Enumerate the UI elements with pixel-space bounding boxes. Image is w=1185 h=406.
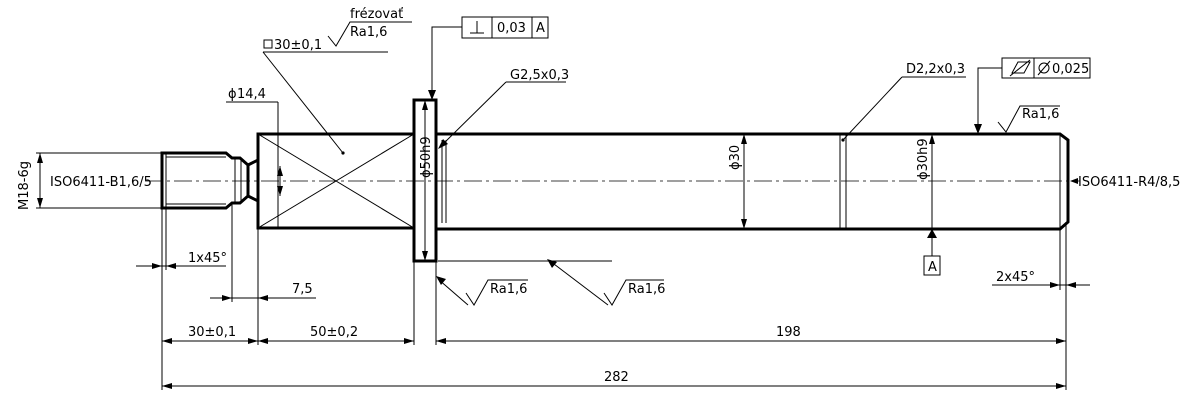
phi-30h9-text: ϕ30h9 — [916, 138, 931, 180]
arrow — [1056, 383, 1066, 389]
roughness-right-text: Ra1,6 — [1022, 107, 1059, 122]
roughness-bottom-2: Ra1,6 — [438, 259, 665, 306]
roughness-leader-1 — [437, 278, 469, 306]
dim-282-text: 282 — [604, 370, 629, 385]
arrow — [438, 139, 448, 149]
datum-text: A — [928, 260, 937, 275]
dim-50-text: 50±0,2 — [310, 325, 358, 340]
perp-tol-text: 0,03 — [497, 21, 526, 36]
runout-tol-text: 0,025 — [1052, 62, 1089, 77]
cylindricity-icon — [1009, 59, 1031, 77]
dim-30-text: 30±0,1 — [188, 325, 236, 340]
square-dim-note: 30±0,1 — [262, 38, 388, 154]
square-symbol-icon — [263, 39, 273, 49]
groove-d-text: D2,2x0,3 — [906, 62, 965, 77]
roughness-right: Ra1,6 — [997, 105, 1060, 133]
dim-7-5: 7,5 — [210, 203, 316, 345]
diameter-icon — [1038, 62, 1050, 74]
diameter-icon-slash — [1037, 60, 1051, 76]
roughness-symbol-bottom-2 — [603, 279, 664, 306]
arrow — [37, 153, 43, 163]
datum-box — [923, 255, 941, 276]
main-shaft — [436, 132, 1070, 231]
groove-d-note: D2,2x0,3 — [842, 62, 966, 141]
phi-30-text: ϕ30 — [728, 145, 743, 170]
roughness-symbol-bottom-1 — [465, 279, 528, 306]
roughness-symbol-right — [997, 105, 1060, 133]
datum-triangle-icon — [927, 229, 937, 238]
dim-7-5-text: 7,5 — [292, 282, 313, 297]
arrow — [428, 90, 436, 100]
groove-d-leader — [842, 76, 903, 141]
arrow — [741, 219, 747, 229]
perpendicularity-icon — [470, 21, 484, 34]
arrow — [152, 263, 162, 269]
arrow — [741, 134, 747, 144]
center-hole-left-text: ISO6411-B1,6/5 — [50, 175, 152, 190]
perpendicularity-frame: 0,03 A — [428, 16, 549, 100]
roughness-bottom-2-text: Ra1,6 — [628, 282, 665, 297]
phi-30h9-dim: A ϕ30h9 — [916, 134, 941, 276]
arrow — [162, 338, 172, 344]
square-leader — [262, 51, 344, 154]
chamfer-right-text: 2x45° — [996, 270, 1035, 285]
arrow — [547, 259, 557, 268]
arrow — [1056, 338, 1066, 344]
center-hole-right: ISO6411-R4/8,5 — [1070, 175, 1180, 190]
phi-14-4-note: ϕ 14,4 — [226, 87, 283, 196]
arrow — [436, 338, 446, 344]
arrow — [1050, 282, 1060, 288]
groove-g-leader — [440, 81, 507, 147]
arrow — [404, 338, 414, 344]
chamfer-right-dim: 2x45° — [992, 222, 1090, 390]
arrow — [258, 338, 268, 344]
milling-text: frézovať — [350, 7, 403, 22]
arrow — [1066, 282, 1076, 288]
phi-30-value: 30 — [728, 145, 743, 162]
arrow — [1070, 178, 1078, 184]
arrow — [222, 295, 232, 301]
diameter-symbol-icon: ϕ — [228, 87, 237, 102]
phi-50-value: 50h9 — [419, 136, 434, 169]
arrow — [248, 338, 258, 344]
arrow — [37, 198, 43, 208]
roughness-top-text: Ra1,6 — [350, 25, 387, 40]
roughness-leader-2 — [549, 260, 609, 306]
arrow — [277, 166, 283, 176]
chamfer-left-dim: 1x45° — [136, 208, 227, 390]
roughness-symbol-top — [327, 21, 412, 47]
roughness-bottom-1-text: Ra1,6 — [490, 282, 527, 297]
dim-198-text: 198 — [776, 325, 801, 340]
center-hole-right-text: ISO6411-R4/8,5 — [1078, 175, 1180, 190]
phi-30h9-value: 30h9 — [916, 138, 931, 171]
runout-leader — [977, 67, 1002, 130]
arrow — [929, 134, 935, 144]
perp-leader — [431, 26, 462, 96]
dim-row-1: 30±0,1 50±0,2 198 — [162, 261, 1066, 345]
thread-dim: M18-6g — [17, 152, 162, 210]
arrow — [258, 295, 268, 301]
arrow — [166, 263, 176, 269]
arrow — [974, 124, 982, 134]
arrow — [422, 100, 428, 110]
arrow — [422, 251, 428, 261]
phi-14-4-text: 14,4 — [237, 87, 266, 102]
square-dim-text: 30±0,1 — [274, 38, 322, 53]
chamfer-left-text: 1x45° — [188, 251, 227, 266]
arrow — [436, 276, 446, 285]
dim-282: 282 — [162, 370, 1066, 389]
runout-frame: 0,025 — [974, 57, 1091, 134]
perp-datum-text: A — [536, 21, 545, 36]
phi-50-dim: ϕ50h9 — [419, 100, 434, 261]
phi-30-dim: ϕ30 — [728, 134, 747, 229]
thread-text: M18-6g — [17, 161, 32, 210]
roughness-bottom-1: Ra1,6 — [436, 276, 528, 306]
arrow — [162, 383, 172, 389]
arrow — [277, 186, 283, 196]
groove-g-note: G2,5x0,3 — [438, 68, 569, 149]
groove-g-text: G2,5x0,3 — [510, 68, 569, 83]
milling-note: frézovať Ra1,6 — [327, 7, 412, 47]
phi-50-text: ϕ50h9 — [419, 136, 434, 178]
